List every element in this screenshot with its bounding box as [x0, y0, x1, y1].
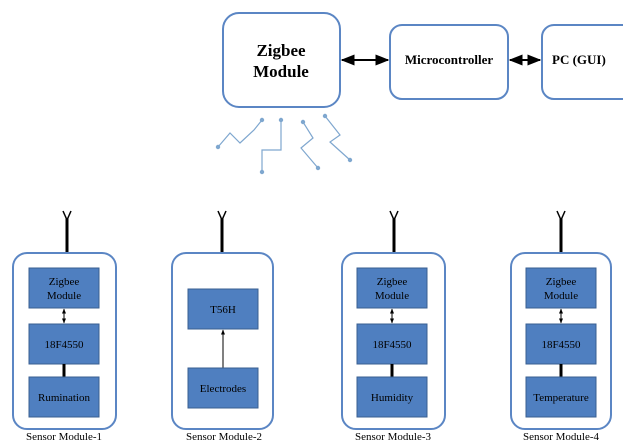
sensor-module-4: Zigbee Module 18F4550 Temperature Sensor…	[510, 210, 612, 443]
microcontroller-block: Microcontroller	[389, 24, 509, 100]
sm1-mcu-label: 18F4550	[44, 339, 84, 351]
sm4-zigbee-line1: Zigbee	[546, 276, 577, 288]
sm3-zigbee-line1: Zigbee	[377, 276, 408, 288]
sm2-t56h-label: T56H	[210, 304, 236, 316]
sensor-module-2: T56H Electrodes Sensor Module-2	[171, 210, 274, 443]
sensor-module-3: Zigbee Module 18F4550 Humidity Sensor Mo…	[341, 210, 446, 443]
pc-label: PC (GUI)	[552, 52, 606, 67]
pc-gui-block: PC (GUI)	[541, 24, 623, 100]
sm2-caption: Sensor Module-2	[186, 431, 262, 443]
antenna-icon	[62, 210, 72, 253]
zigbee-module-main: Zigbee Module	[222, 12, 341, 108]
sm4-zigbee-line2: Module	[544, 290, 578, 302]
zigbee-label-line1: Zigbee	[256, 41, 306, 60]
sm1-zigbee-line1: Zigbee	[49, 276, 80, 288]
sm4-mcu-label: 18F4550	[541, 339, 581, 351]
microcontroller-label: Microcontroller	[405, 52, 494, 67]
sm2-electrodes-label: Electrodes	[200, 383, 246, 395]
antenna-icon	[217, 210, 227, 253]
wireless-signal-icon	[215, 113, 353, 175]
sm4-sensor-label: Temperature	[533, 392, 589, 404]
sm1-caption: Sensor Module-1	[26, 431, 102, 443]
antenna-icon	[556, 210, 566, 253]
sm4-caption: Sensor Module-4	[523, 431, 600, 443]
sm3-zigbee-line2: Module	[375, 290, 409, 302]
sm1-zigbee-line2: Module	[47, 290, 81, 302]
zigbee-label-line2: Module	[253, 62, 309, 81]
sensor-module-1: Zigbee Module 18F4550 Rumination Sensor …	[12, 210, 117, 443]
sm3-caption: Sensor Module-3	[355, 431, 432, 443]
antenna-icon	[389, 210, 399, 253]
sm1-sensor-label: Rumination	[38, 392, 90, 404]
sm3-mcu-label: 18F4550	[372, 339, 412, 351]
sm3-sensor-label: Humidity	[371, 392, 414, 404]
